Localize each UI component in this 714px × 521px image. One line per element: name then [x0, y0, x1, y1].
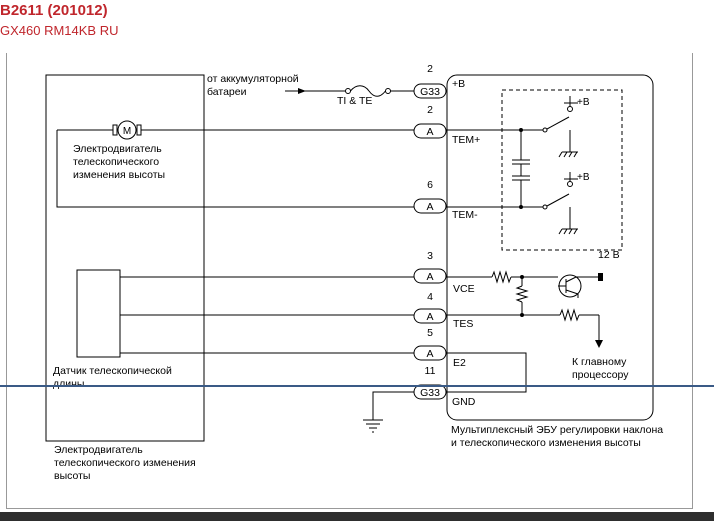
component-box	[45, 74, 205, 442]
connector-a-pin4	[413, 308, 447, 324]
component-label-line1: Электродвигатель	[54, 444, 143, 456]
terminal-gnd: GND	[452, 396, 476, 408]
component-label-line3: высоты	[54, 470, 90, 482]
resistor-tes-pullup-icon	[515, 285, 529, 303]
footer-bar	[0, 512, 714, 521]
terminal-tem-plus: TEM+	[452, 134, 480, 146]
motor-label-line3: изменения высоты	[73, 169, 165, 181]
connector-a-pin2	[413, 123, 447, 139]
fuse-terminal-left	[345, 88, 351, 94]
terminal-tes: TES	[453, 318, 473, 330]
sensor-box	[76, 269, 121, 358]
connector-a-pin6	[413, 198, 447, 214]
relay-switch-1-icon	[546, 116, 570, 130]
terminal-plus-b: +B	[452, 78, 465, 90]
connector-a-pin3	[413, 268, 447, 284]
component-label-line2: телескопического изменения	[54, 457, 196, 469]
fuse-icon	[350, 85, 386, 97]
relay-switch-2-icon	[546, 193, 570, 207]
main-cpu-arrow-icon	[595, 340, 603, 348]
motor-symbol: M	[123, 126, 131, 137]
vehicle-model-subtitle: GX460 RM14KB RU	[0, 23, 119, 38]
conn-label-a-3: A	[426, 271, 433, 283]
fuse-label: TI & TE	[337, 95, 372, 107]
conn-label-g33-11: G33	[420, 387, 440, 399]
pin-number-g33-11: 11	[425, 365, 436, 377]
terminal-e2: E2	[453, 357, 466, 369]
sensor-label-line2: длины	[53, 378, 84, 390]
motor-label-line2: телескопического	[73, 156, 159, 168]
resistor-vce-icon	[491, 270, 512, 284]
ecu-label-line2: и телескопического изменения высоты	[451, 437, 641, 449]
conn-label-a-6: A	[426, 201, 433, 213]
conn-label-a-4: A	[426, 311, 433, 323]
terminal-vce: VCE	[453, 283, 475, 295]
pin-number-a-4: 4	[427, 291, 433, 303]
relay1-plus-b: +B	[577, 97, 590, 108]
main-cpu-label-line2: процессору	[572, 369, 629, 381]
pin-number-g33-2: 2	[427, 63, 433, 75]
wire-gnd	[372, 391, 414, 420]
battery-label-line1: от аккумуляторной	[207, 73, 299, 85]
voltage-label: 12 В	[598, 249, 620, 261]
motor-icon	[117, 120, 137, 140]
ecu-box	[446, 74, 654, 421]
relay2-plus-b: +B	[577, 172, 590, 183]
main-cpu-label-line1: К главному	[572, 356, 627, 368]
fuse-terminal-right	[385, 88, 391, 94]
connector-g33-pin2	[413, 83, 447, 99]
dtc-code-title: B2611 (201012)	[0, 2, 108, 19]
conn-label-g33-2: G33	[420, 86, 440, 98]
wire-tem-minus	[56, 130, 414, 208]
battery-label-line2: батареи	[207, 86, 247, 98]
pin-number-a-3: 3	[427, 250, 433, 262]
ecu-label-line1: Мультиплексный ЭБУ регулировки наклона	[451, 424, 663, 436]
sensor-label-line1: Датчик телескопической	[53, 365, 172, 377]
diagram-frame	[6, 53, 693, 509]
battery-arrow-icon	[298, 88, 306, 94]
pin-number-a-6: 6	[427, 179, 433, 191]
terminal-tem-minus: TEM-	[452, 209, 478, 221]
resistor-tes-icon	[559, 308, 580, 322]
output-terminal-icon	[598, 273, 603, 281]
horizontal-divider-line	[0, 385, 714, 387]
switch-group-dashed-box	[501, 89, 623, 251]
conn-label-a-5: A	[426, 348, 433, 360]
motor-label-line1: Электродвигатель	[73, 143, 162, 155]
pin-number-a-2: 2	[427, 104, 433, 116]
conn-label-a-2: A	[426, 126, 433, 138]
pin-number-a-5: 5	[427, 327, 433, 339]
wire-e2-gnd	[446, 352, 527, 393]
